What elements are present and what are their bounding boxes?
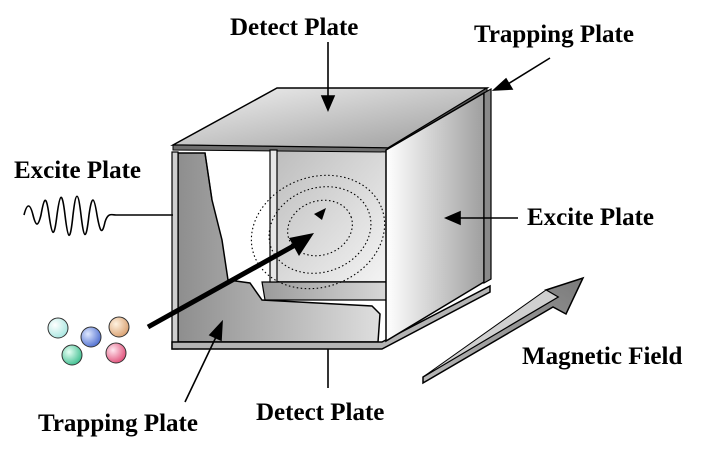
label-excite-plate-right: Excite Plate (527, 204, 654, 231)
inner-rod (269, 149, 278, 283)
ion-beam-arrow (146, 241, 299, 330)
back-wall (274, 149, 389, 283)
label-magnetic-field: Magnetic Field (522, 343, 682, 370)
ion (105, 342, 127, 364)
bottom-plate-floor (261, 281, 389, 301)
label-detect-plate-bottom: Detect Plate (256, 399, 384, 426)
excitation-waveform-icon (23, 195, 148, 237)
ion-orbit (250, 174, 386, 290)
bottom-detect-plate (171, 284, 491, 350)
label-trapping-plate-top: Trapping Plate (474, 21, 634, 48)
ions-cluster (47, 316, 130, 366)
label-detect-plate-top: Detect Plate (230, 14, 358, 41)
label-excite-plate-left: Excite Plate (14, 157, 141, 184)
ion (47, 317, 69, 339)
ion (80, 326, 102, 348)
ion (61, 344, 83, 366)
ion (108, 316, 130, 338)
label-trapping-plate-bottom: Trapping Plate (38, 410, 198, 437)
